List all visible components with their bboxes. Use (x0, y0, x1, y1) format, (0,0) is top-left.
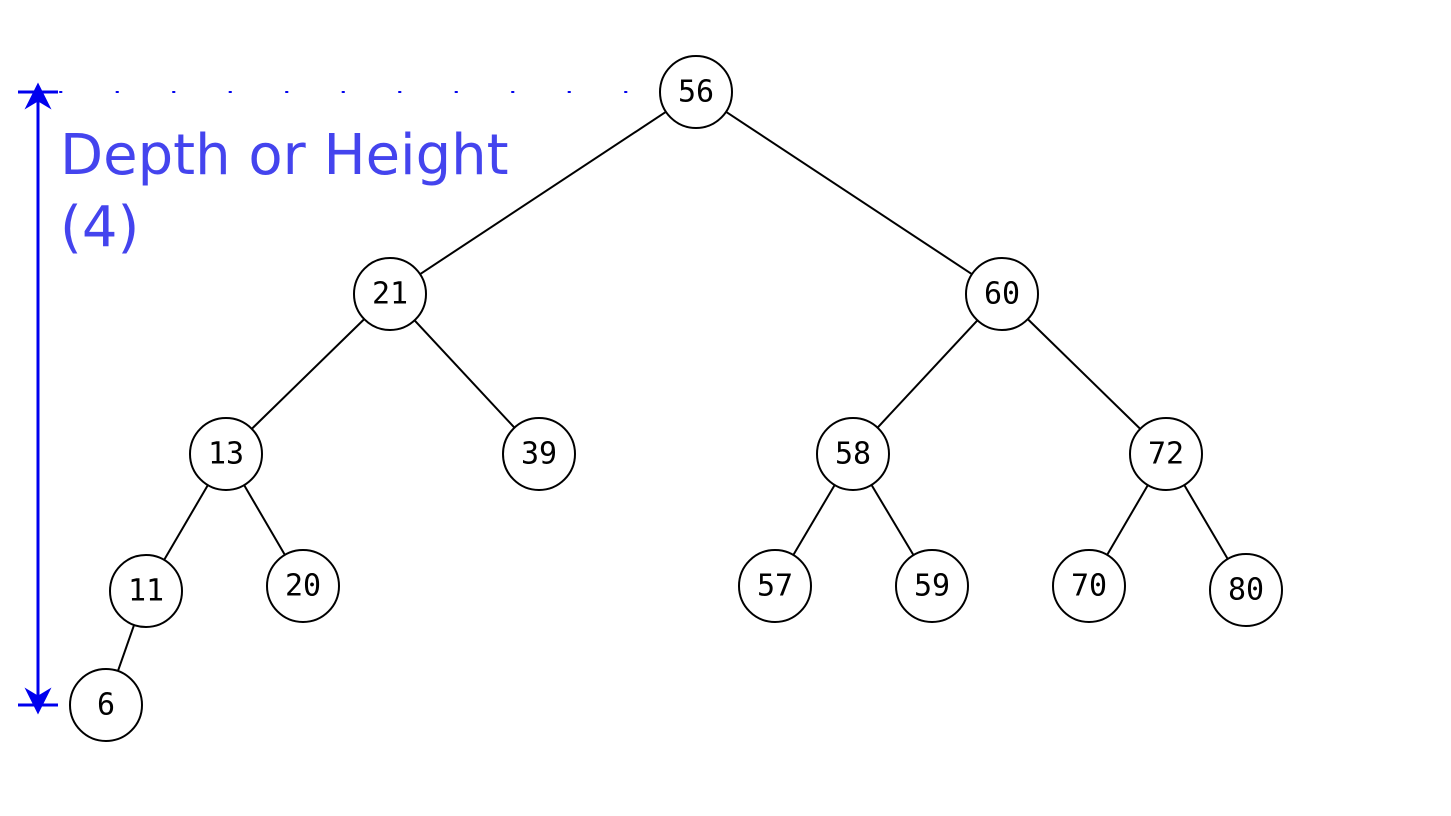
tree-node-72: 72 (1129, 417, 1203, 491)
tree-node-label: 11 (128, 574, 164, 609)
tree-edge-72-80 (1183, 484, 1229, 560)
tree-edge-11-6 (116, 624, 136, 672)
tree-edge-56-21 (419, 110, 667, 276)
tree-node-56: 56 (659, 55, 733, 129)
tree-node-label: 57 (757, 569, 793, 604)
tree-nodes: 56 21 60 13 39 58 72 11 20 57 59 70 80 6 (69, 55, 1283, 742)
depth-label-line2: (4) (60, 195, 139, 260)
tree-node-circle (1209, 553, 1283, 627)
tree-node-circle (1129, 417, 1203, 491)
tree-edge-72-70 (1106, 484, 1149, 556)
tree-edge-13-20 (243, 484, 286, 556)
tree-edge-58-59 (870, 484, 915, 556)
tree-node-label: 20 (285, 569, 321, 604)
tree-node-39: 39 (502, 417, 576, 491)
tree-edges (116, 110, 1229, 672)
tree-node-circle (895, 549, 969, 623)
tree-node-label: 80 (1228, 573, 1264, 608)
tree-node-60: 60 (965, 257, 1039, 331)
tree-node-label: 58 (835, 437, 871, 472)
tree-node-circle (659, 55, 733, 129)
tree-node-circle (69, 668, 143, 742)
tree-node-20: 20 (266, 549, 340, 623)
tree-node-label: 39 (521, 437, 557, 472)
tree-node-circle (189, 417, 263, 491)
tree-edge-58-57 (792, 484, 836, 556)
tree-node-label: 13 (208, 437, 244, 472)
depth-label-line1: Depth or Height (60, 123, 509, 188)
tree-node-circle (738, 549, 812, 623)
tree-node-label: 70 (1071, 569, 1107, 604)
tree-node-circle (109, 554, 183, 628)
tree-node-label: 56 (678, 75, 714, 110)
tree-node-13: 13 (189, 417, 263, 491)
tree-node-80: 80 (1209, 553, 1283, 627)
tree-node-59: 59 (895, 549, 969, 623)
tree-node-circle (816, 417, 890, 491)
tree-edge-60-72 (1027, 318, 1141, 430)
tree-node-70: 70 (1052, 549, 1126, 623)
tree-node-label: 60 (984, 277, 1020, 312)
tree-edge-56-60 (725, 110, 973, 276)
tree-node-label: 6 (97, 688, 115, 723)
tree-node-circle (965, 257, 1039, 331)
tree-node-label: 72 (1148, 437, 1184, 472)
tree-node-label: 21 (372, 277, 408, 312)
tree-node-58: 58 (816, 417, 890, 491)
tree-node-circle (266, 549, 340, 623)
tree-edge-60-58 (876, 319, 979, 429)
tree-node-circle (1052, 549, 1126, 623)
tree-node-label: 59 (914, 569, 950, 604)
tree-node-circle (502, 417, 576, 491)
tree-edge-21-13 (251, 318, 365, 430)
tree-node-57: 57 (738, 549, 812, 623)
tree-edge-13-11 (163, 484, 209, 561)
tree-node-11: 11 (109, 554, 183, 628)
tree-node-6: 6 (69, 668, 143, 742)
tree-node-circle (353, 257, 427, 331)
tree-edge-21-39 (413, 319, 516, 429)
tree-node-21: 21 (353, 257, 427, 331)
